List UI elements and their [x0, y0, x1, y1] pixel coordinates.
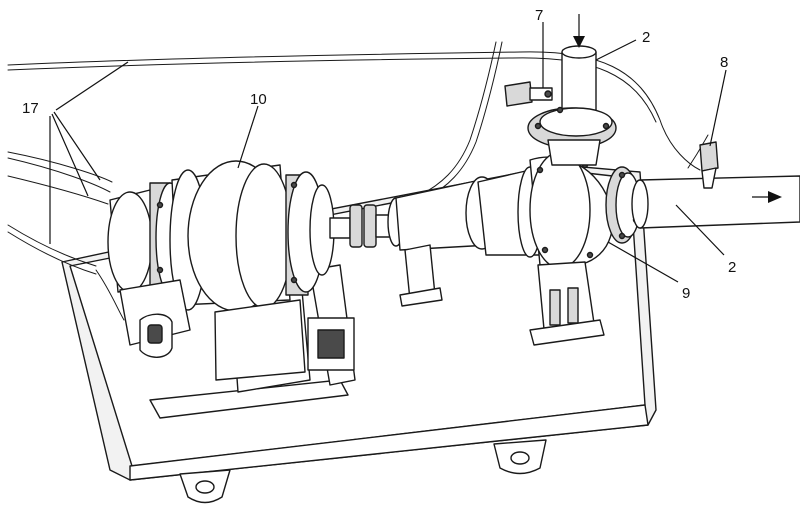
label-pressure-sensor: 7: [535, 7, 543, 24]
inlet-arrow-icon: [573, 36, 585, 48]
label-flow-sensor: 8: [720, 54, 728, 71]
motor: [107, 160, 355, 381]
sensor-cables: [7, 41, 709, 321]
flow-sensor: [699, 141, 719, 189]
label-pump: 9: [682, 285, 690, 302]
label-motor: 10: [250, 91, 267, 108]
label-sensor-cables: 17: [22, 100, 39, 117]
label-pipe-outlet: 2: [728, 259, 736, 276]
label-pipe-inlet: 2: [642, 29, 650, 46]
leader-lines: [49, 22, 727, 283]
coupling: [329, 197, 405, 248]
outlet-arrow-icon: [768, 191, 782, 203]
inlet-pipe: [527, 45, 617, 166]
outlet-pipe: [631, 175, 800, 229]
pressure-sensor: [504, 81, 553, 107]
flow-arrows: [573, 14, 782, 203]
bearing-frame: [395, 176, 499, 307]
